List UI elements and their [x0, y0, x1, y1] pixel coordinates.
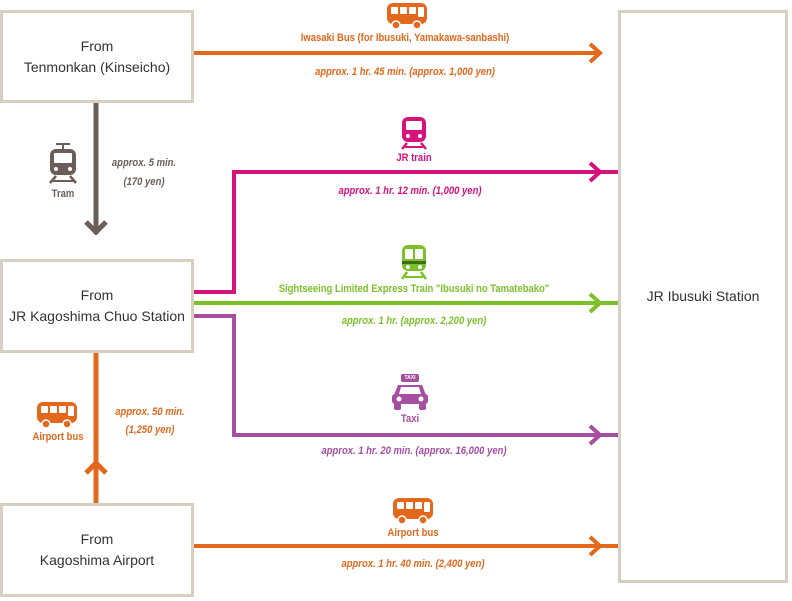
tenmonkan-origin-box: From Tenmonkan (Kinseicho): [0, 10, 194, 103]
airport-origin-box: From Kagoshima Airport: [0, 503, 194, 597]
origin-from-label: From: [80, 531, 114, 547]
airport-bus-transfer-fare-label: (1,250 yen): [125, 424, 175, 436]
tram-fare-label: (170 yen): [123, 176, 165, 188]
iwasaki-bus-mode-label: Iwasaki Bus (for Ibusuki, Yamakawa-sanba…: [300, 32, 510, 44]
taxi-detail-label: approx. 1 hr. 20 min. (approx. 16,000 ye…: [321, 445, 507, 457]
bus-icon: [387, 3, 427, 30]
tram-icon: [49, 143, 77, 184]
iwasaki-bus-detail-label: approx. 1 hr. 45 min. (approx. 1,000 yen…: [315, 66, 495, 78]
airport-bus-transfer-time-label: approx. 50 min.: [115, 406, 185, 418]
bus-icon: [37, 402, 77, 429]
tram-time-label: approx. 5 min.: [111, 157, 177, 169]
tram-mode-label: Tram: [51, 188, 75, 200]
kagoshima-chuo-origin-box: From JR Kagoshima Chuo Station: [0, 259, 194, 353]
express-train-icon: [400, 245, 428, 280]
taxi-route-line: [193, 314, 618, 437]
taxi-sign-label: TAXI: [404, 375, 416, 381]
tram-route-arrowhead: [84, 220, 108, 236]
jr-train-mode-label: JR train: [396, 152, 432, 164]
bus-icon: [393, 498, 433, 525]
jr-train-detail-label: approx. 1 hr. 12 min. (1,000 yen): [338, 185, 482, 197]
taxi-icon: TAXI: [390, 373, 430, 411]
origin-from-label: From: [80, 287, 114, 303]
taxi-mode-label: Taxi: [400, 413, 420, 425]
origin-name: Tenmonkan (Kinseicho): [23, 58, 171, 75]
airport-bus-mode-label: Airport bus: [387, 527, 439, 539]
jr-train-arrowhead: [588, 161, 603, 183]
airport-bus-transfer-mode-label: Airport bus: [32, 431, 84, 443]
ibusuki-destination-box: JR Ibusuki Station: [618, 10, 788, 583]
destination-name: JR Ibusuki Station: [646, 288, 760, 304]
jr-train-route-line: [193, 170, 618, 294]
limited-express-arrowhead: [588, 292, 603, 314]
airport-bus-transfer-arrowhead: [84, 459, 108, 475]
limited-express-detail-label: approx. 1 hr. (approx. 2,200 yen): [341, 315, 487, 327]
iwasaki-bus-arrowhead: [588, 42, 603, 64]
origin-name: Kagoshima Airport: [39, 552, 155, 568]
origin-from-label: From: [80, 37, 114, 54]
limited-express-mode-label: Sightseeing Limited Express Train "Ibusu…: [278, 283, 550, 295]
airport-bus-detail-label: approx. 1 hr. 40 min. (2,400 yen): [341, 558, 485, 570]
train-icon: [401, 117, 427, 150]
airport-bus-arrowhead: [588, 535, 603, 557]
taxi-arrowhead: [588, 424, 603, 446]
origin-name: JR Kagoshima Chuo Station: [9, 308, 185, 324]
